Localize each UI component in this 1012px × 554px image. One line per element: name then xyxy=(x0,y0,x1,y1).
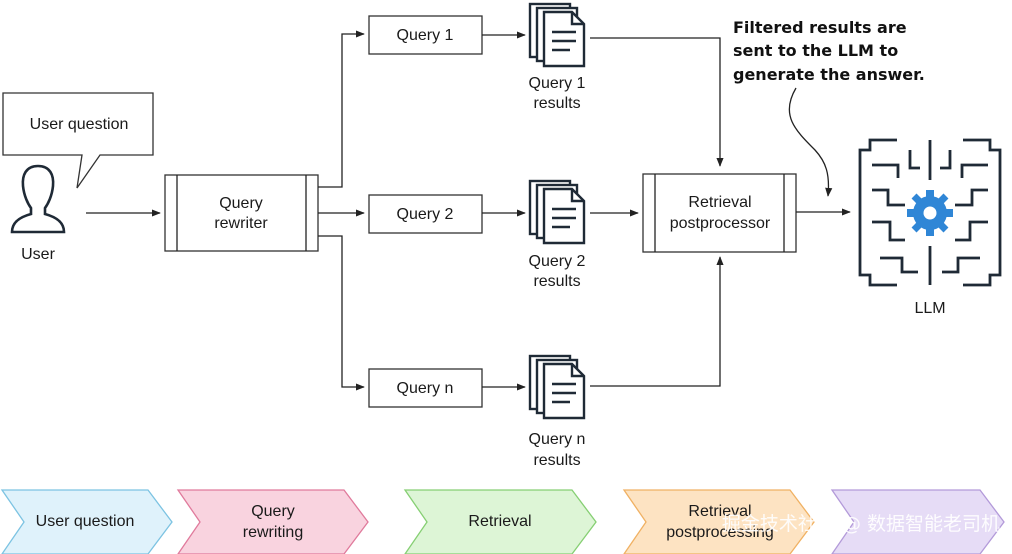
query-2-box: Query 2 xyxy=(368,194,483,234)
arrow-rewriter-to-query1 xyxy=(318,30,365,188)
postprocessor-line2: postprocessor xyxy=(670,215,771,232)
stage-user-question-label: User question xyxy=(36,513,135,530)
watermark: 掘金技术社区 @ 数据智能老司机 xyxy=(722,513,1000,535)
stage-query-rewriting-line2: rewriting xyxy=(243,524,303,541)
retrieval-postprocessor-box: Retrieval postprocessor xyxy=(642,173,797,253)
arrow-resultsn-to-postprocessor xyxy=(590,256,724,387)
query-n-results-line2: results xyxy=(533,452,580,469)
stage-retrieval-postprocessing-line1: Retrieval xyxy=(688,503,751,520)
query-1-box: Query 1 xyxy=(368,15,483,55)
stage-retrieval-label: Retrieval xyxy=(468,513,531,530)
arrow-rewriter-to-queryn xyxy=(318,235,365,391)
gear-icon xyxy=(907,190,953,236)
annotation-line1: Filtered results are xyxy=(733,18,907,37)
query-n-label: Query n xyxy=(397,380,454,397)
annotation-line3: generate the answer. xyxy=(733,65,925,84)
stage-generation xyxy=(830,489,1005,554)
user-icon xyxy=(10,164,66,234)
stage-query-rewriting-line1: Query xyxy=(251,503,295,520)
postprocessor-line1: Retrieval xyxy=(688,194,751,211)
arrow-results1-to-postprocessor xyxy=(590,37,724,167)
query-1-results-document-icon xyxy=(528,2,586,68)
query-2-results-line2: results xyxy=(533,273,580,290)
llm-brain-icon xyxy=(858,138,1002,287)
query-2-results-document-icon xyxy=(528,179,586,245)
query-n-box: Query n xyxy=(368,368,483,408)
annotation-line2: sent to the LLM to xyxy=(733,41,898,60)
stage-retrieval-postprocessing: Retrieval postprocessing xyxy=(622,489,815,554)
annotation-pointer xyxy=(788,87,833,197)
user-speech-bubble: User question xyxy=(2,92,154,189)
rewriter-line2: rewriter xyxy=(214,215,268,232)
stage-query-rewriting: Query rewriting xyxy=(176,489,369,554)
rewriter-line1: Query xyxy=(219,195,263,212)
user-label: User xyxy=(21,246,55,263)
query-n-results-document-icon xyxy=(528,354,586,420)
query-1-label: Query 1 xyxy=(397,27,454,44)
query-n-results-line1: Query n xyxy=(529,431,586,448)
query-1-results-line1: Query 1 xyxy=(529,75,586,92)
query-1-results-line2: results xyxy=(533,95,580,112)
query-2-results-line1: Query 2 xyxy=(529,253,586,270)
stage-retrieval-postprocessing-line2: postprocessing xyxy=(666,524,774,541)
query-rewriter-box: Query rewriter xyxy=(164,174,319,252)
stage-retrieval: Retrieval xyxy=(403,489,597,554)
llm-label: LLM xyxy=(914,300,945,317)
user-question-text: User question xyxy=(30,116,129,133)
query-2-label: Query 2 xyxy=(397,206,454,223)
stage-user-question: User question xyxy=(0,489,173,554)
